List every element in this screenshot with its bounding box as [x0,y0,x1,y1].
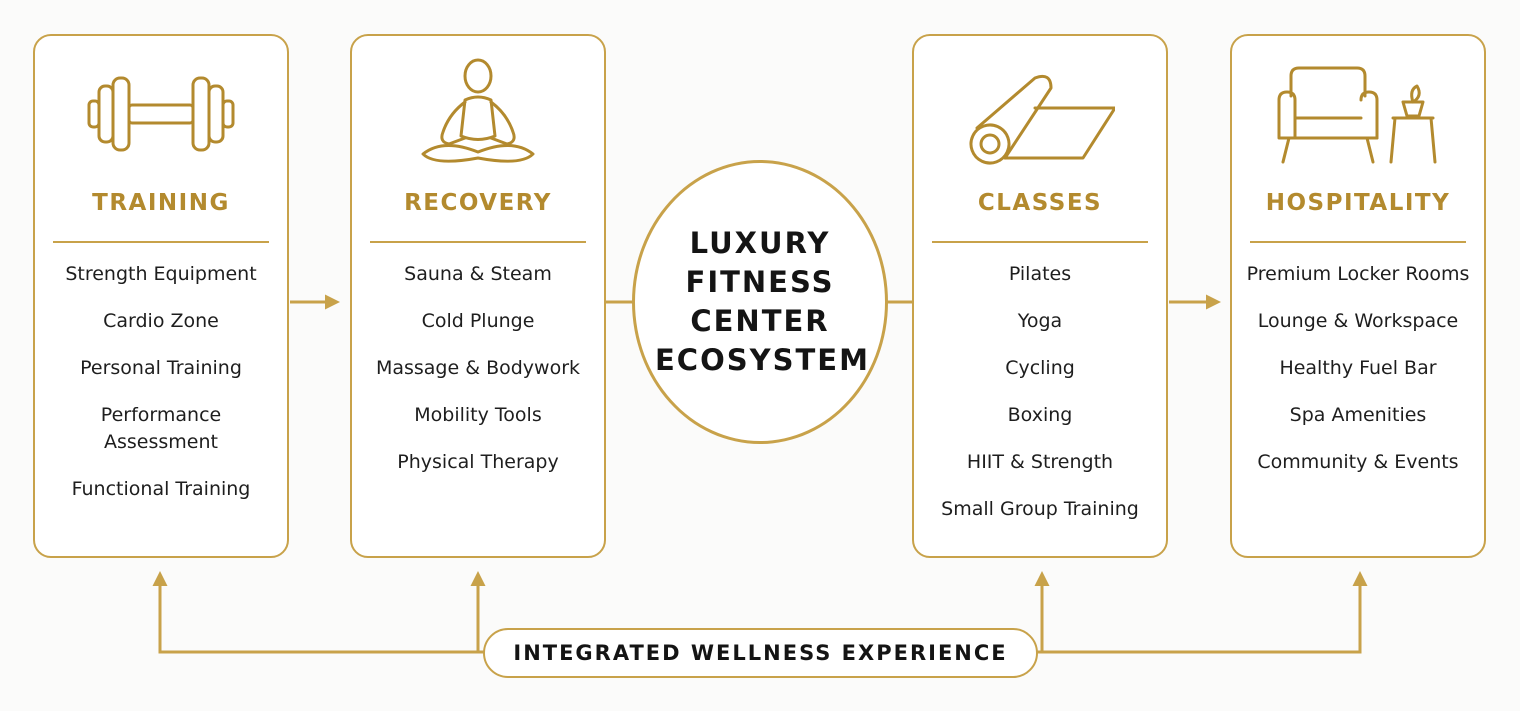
integrated-experience-pill: INTEGRATED WELLNESS EXPERIENCE [483,628,1038,678]
list-item: Boxing [1007,404,1073,426]
panel-hospitality: HOSPITALITY Premium Locker Rooms Lounge … [1230,34,1486,558]
arrow-pill-to-training [152,571,484,654]
list-item: Sauna & Steam [404,263,552,285]
lounge-chair-icon [1232,58,1484,178]
list-item: Functional Training [71,478,251,500]
list-item: Healthy Fuel Bar [1279,357,1437,379]
yoga-mat-icon [914,58,1166,178]
list-item: Spa Amenities [1289,404,1427,426]
panel-title: TRAINING [92,190,230,216]
list-item: Lounge & Workspace [1257,310,1459,332]
list-item: Physical Therapy [397,451,559,473]
dumbbell-icon [35,58,287,178]
divider [932,241,1148,243]
meditation-icon [352,58,604,178]
list-item: Premium Locker Rooms [1246,263,1470,285]
list-item: Community & Events [1257,451,1459,473]
panel-title: HOSPITALITY [1265,190,1451,216]
divider [53,241,269,243]
divider [370,241,586,243]
arrow-pill-to-hospitality [1037,571,1368,654]
panel-title: CLASSES [977,190,1103,216]
list-item: Personal Training [80,357,242,379]
panel-classes: CLASSES Pilates Yoga Cycling Boxing HIIT… [912,34,1168,558]
list-item: Mobility Tools [414,404,542,426]
integrated-experience-label: INTEGRATED WELLNESS EXPERIENCE [513,641,1008,665]
panel-recovery: RECOVERY Sauna & Steam Cold Plunge Massa… [350,34,606,558]
list-item: Cardio Zone [103,310,219,332]
list-item: Cold Plunge [421,310,535,332]
divider [1250,241,1466,243]
list-item: Pilates [1008,263,1072,285]
panel-title: RECOVERY [404,190,552,216]
list-item: HIIT & Strength [966,451,1114,473]
item-list: Premium Locker Rooms Lounge & Workspace … [1232,261,1484,496]
item-list: Pilates Yoga Cycling Boxing HIIT & Stren… [914,261,1166,543]
item-list: Sauna & Steam Cold Plunge Massage & Body… [352,261,604,496]
panel-training: TRAINING Strength Equipment Cardio Zone … [33,34,289,558]
center-circle: LUXURY FITNESS CENTER ECOSYSTEM [632,160,888,444]
list-item: Small Group Training [941,498,1139,520]
list-item: Cycling [1005,357,1075,379]
list-item: Yoga [1017,310,1063,332]
item-list: Strength Equipment Cardio Zone Personal … [35,261,287,523]
list-item: Strength Equipment [65,263,257,285]
center-title: LUXURY FITNESS CENTER ECOSYSTEM [655,226,870,377]
list-item: Performance Assessment [100,404,222,453]
list-item: Massage & Bodywork [375,357,581,379]
